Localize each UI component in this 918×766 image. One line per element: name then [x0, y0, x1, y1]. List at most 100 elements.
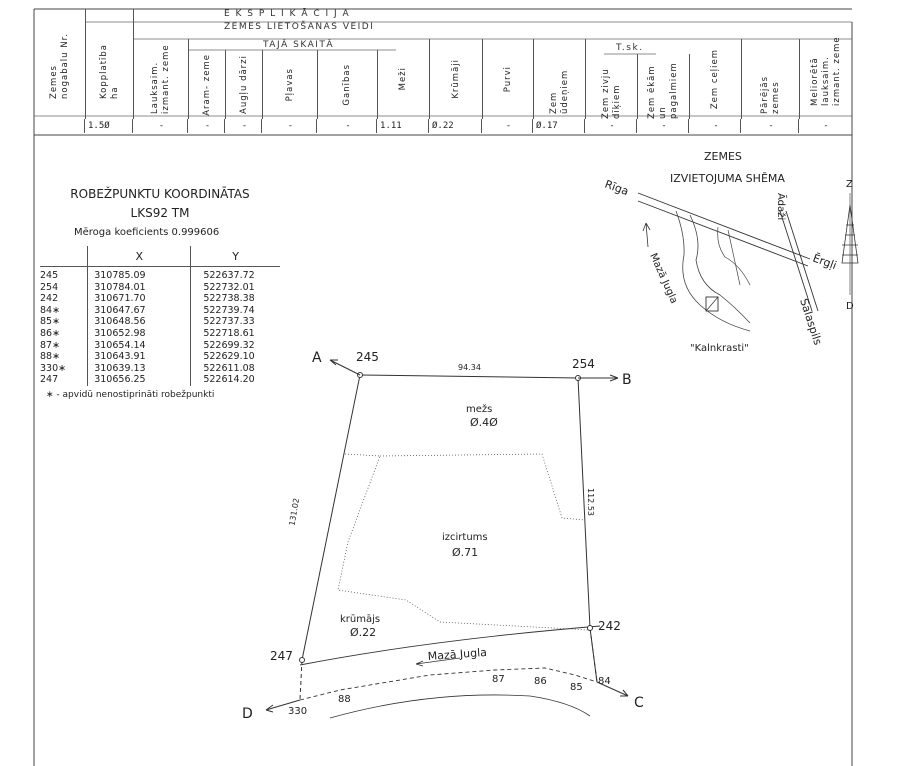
column-header: Pārējās zemes	[742, 39, 800, 119]
pt-88: 88	[338, 694, 351, 705]
scheme-river-3	[717, 226, 751, 286]
coordinate-n: 88∗	[40, 351, 61, 363]
shrub-area: Ø.22	[350, 626, 376, 639]
coordinate-n: 86∗	[40, 327, 61, 339]
column-label: Purvi	[502, 65, 513, 93]
coordinate-n: 254	[40, 281, 59, 293]
dir-c: C	[634, 695, 644, 711]
column-header: Ganības	[318, 50, 378, 119]
label-ergli: Ērgļi	[811, 252, 838, 273]
tsk-header: T.sk.	[616, 43, 644, 53]
road-adazi-salaspils	[779, 210, 813, 312]
column-label: Lauksaim. izmant. zeme	[150, 44, 171, 114]
scheme-river-2	[689, 214, 751, 324]
river-bank-far	[329, 694, 591, 719]
column-header: Augļu dārzi	[226, 50, 263, 119]
column-label: Pļavas	[284, 67, 295, 102]
coordinate-x: 310656.25	[87, 374, 191, 386]
coordinate-n: 87∗	[40, 339, 61, 351]
pt-87: 87	[492, 674, 505, 685]
column-value: -	[191, 119, 225, 133]
coordinate-note: ∗ - apvidū nenostiprināti robežpunkti	[46, 389, 215, 400]
column-label: Zemes nogabalu Nr.	[48, 32, 70, 99]
column-label: Meži	[398, 67, 408, 91]
boundary-east	[359, 374, 598, 683]
coordinate-n: 247	[40, 374, 59, 386]
explication-title: E K S P L I K Ā C I J A	[224, 9, 351, 19]
clearing-area: Ø.71	[452, 546, 478, 559]
marker-242	[587, 625, 593, 631]
road-riga-ergli-2	[637, 200, 809, 267]
column-label: Meliorētā lauksaim. izmant. zeme	[809, 35, 842, 106]
forest-label: mežs	[466, 403, 492, 415]
location-scheme: ZEMES IZVIETOJUMA SHĒMA Rīga Ādaži Ērgļi…	[603, 150, 859, 354]
arrow-b	[578, 374, 619, 382]
flow-arrow-scheme	[642, 222, 651, 248]
coordinate-y: 522629.10	[190, 351, 280, 363]
coordinate-y: 522637.72	[190, 266, 280, 282]
clearing-label: izcirtums	[442, 532, 488, 543]
coordinate-y: 522699.32	[190, 339, 280, 352]
column-value: Ø.22	[432, 119, 482, 133]
coordinate-n: 245	[40, 270, 59, 281]
scheme-title-line2: IZVIETOJUMA SHĒMA	[670, 172, 785, 185]
column-value: -	[692, 119, 741, 133]
shrub-label: krūmājs	[340, 614, 380, 625]
south-label: D	[846, 301, 854, 312]
coordinate-y: 522738.38	[190, 293, 280, 305]
column-value: 1.5Ø	[88, 119, 133, 133]
column-label: Krūmāji	[450, 59, 461, 99]
dir-d: D	[242, 706, 253, 722]
north-arrow-icon	[841, 204, 859, 264]
coordinate-n: 330∗	[40, 362, 67, 374]
column-header: Meži	[378, 39, 430, 119]
coordinate-y: 522737.33	[190, 316, 280, 328]
column-header: Meliorētā lauksaim. izmant. zeme	[800, 22, 852, 119]
column-value: -	[320, 119, 377, 133]
coordinate-x: 310652.98	[87, 327, 191, 340]
arrow-c	[596, 681, 629, 697]
north-label: Z	[846, 179, 853, 190]
column-label: Ganības	[342, 63, 352, 106]
column-header: Zem ceļiem	[690, 39, 742, 119]
label-salaspils: Salaspils	[797, 297, 824, 347]
column-label: Zem zivju dīķiem	[600, 68, 622, 119]
pt-254: 254	[572, 357, 595, 371]
pt-330: 330	[288, 706, 307, 717]
coordinate-x: 310639.13	[87, 362, 191, 375]
coordinate-y: 522614.20	[190, 374, 280, 386]
road-adazi-salaspils-2	[785, 210, 819, 312]
scheme-title-line1: ZEMES	[704, 150, 742, 163]
column-label: Kopplatība ha	[98, 43, 120, 99]
column-label: Aram- zeme	[201, 53, 212, 116]
coordinate-list: ROBEŽPUNKTU KOORDINĀTAS LKS92 TM Mēroga …	[40, 185, 280, 400]
column-value	[36, 119, 85, 133]
column-header: Zem ūdeņiem	[534, 39, 586, 119]
dir-b: B	[622, 372, 632, 388]
coordinate-title: ROBEŽPUNKTU KOORDINĀTAS LKS92 TM	[40, 185, 280, 223]
column-value: -	[640, 119, 689, 133]
pt-242: 242	[598, 619, 621, 633]
coordinate-n: 84∗	[40, 304, 61, 316]
coordinate-x: 310647.67	[87, 304, 191, 317]
col-x-header: X	[87, 246, 191, 267]
arrow-a	[329, 359, 361, 376]
dir-a: A	[312, 350, 322, 366]
scheme-river-1	[675, 210, 751, 332]
coordinate-n: 242	[40, 293, 59, 305]
column-header: Lauksaim. izmant. zeme	[134, 39, 189, 119]
column-header: Aram- zeme	[189, 50, 226, 119]
column-value: 1.11	[380, 119, 429, 133]
river-bank-north	[299, 625, 601, 666]
boundary-sw-dashed	[299, 659, 303, 701]
column-header: Zem ēkām un pagalmiem	[638, 54, 690, 119]
